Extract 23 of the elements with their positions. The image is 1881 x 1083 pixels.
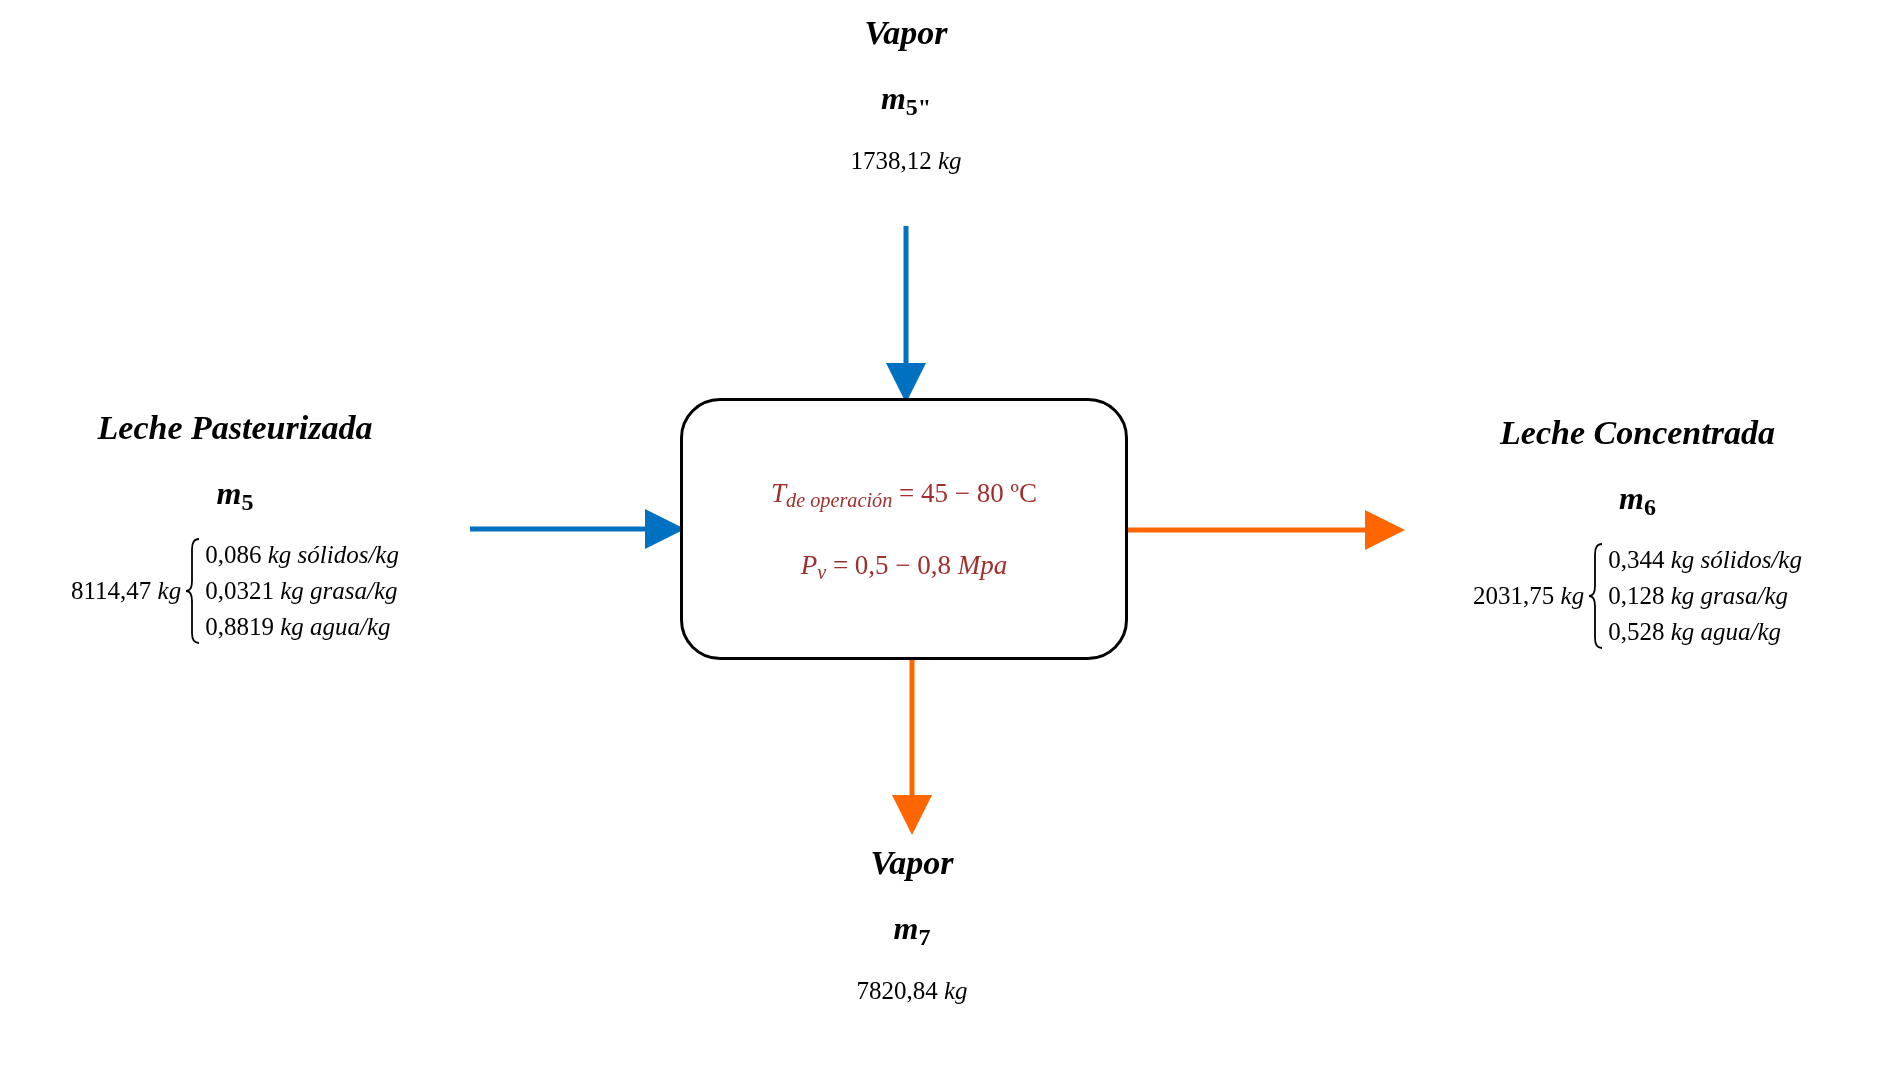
- stream-title: Leche Pasteurizada: [97, 411, 373, 445]
- process-box: [680, 398, 1128, 660]
- mass-value: 1738,12 kg: [850, 146, 962, 176]
- composition-line: 0,8819 kg agua/kg: [205, 612, 392, 642]
- stream-symbol: m$_{5}$: [216, 477, 254, 509]
- operating-condition: T$_{de operación}$ = 45 − 80 ºC: [771, 476, 1037, 513]
- flow-arrow: [1128, 510, 1405, 550]
- stream-title: Vapor: [870, 846, 954, 880]
- composition-line: 0,528 kg agua/kg: [1608, 617, 1783, 647]
- composition-line: 0,344 kg sólidos/kg: [1608, 545, 1802, 575]
- stream-title: Vapor: [864, 16, 948, 50]
- mass-value: 7820,84 kg: [856, 976, 968, 1006]
- stream-title: Leche Concentrada: [1500, 416, 1775, 450]
- stream-symbol: m$_{7}$: [893, 912, 931, 944]
- flow-arrow: [892, 660, 932, 835]
- composition-line: 0,128 kg grasa/kg: [1608, 581, 1790, 611]
- composition-line: 0,0321 kg grasa/kg: [205, 576, 399, 606]
- mass-value: 8114,47 kg: [71, 576, 182, 607]
- stream-symbol: m$_{6}$: [1619, 482, 1656, 514]
- operating-condition: P$_{v}$ = 0,5 − 0,8 Mpa: [800, 549, 1008, 586]
- mass-value: 2031,75 kg: [1473, 581, 1585, 612]
- composition-line: 0,086 kg sólidos/kg: [205, 540, 399, 570]
- stream-symbol: m$_{5"}$: [880, 82, 932, 114]
